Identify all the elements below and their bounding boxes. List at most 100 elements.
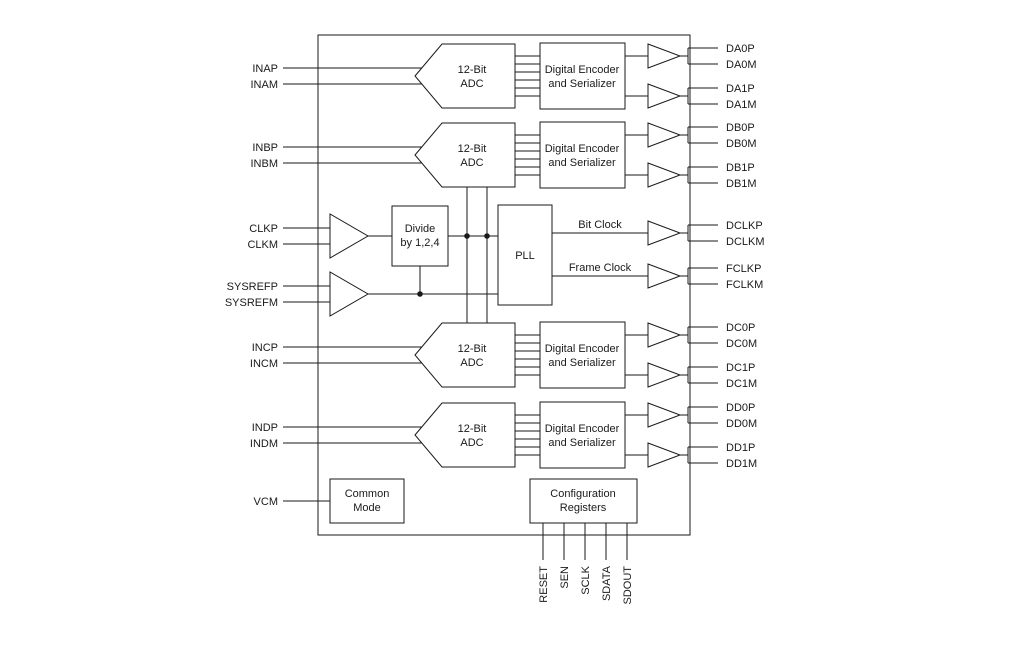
pin-label-dd1m: DD1M (726, 458, 757, 470)
pin-label-dclkm: DCLKM (726, 236, 765, 248)
pin-label-inbm: INBM (251, 158, 279, 170)
pin-label-da0m: DA0M (726, 59, 757, 71)
pin-label-dd0p: DD0P (726, 402, 755, 414)
pin-label-sysrefp: SYSREFP (227, 281, 278, 293)
pin-label-fclkm: FCLKM (726, 279, 763, 291)
sysref-buffer-icon (329, 271, 369, 317)
lvds-driver-icon (647, 43, 682, 69)
adc-channel-c: 12-Bit ADC (414, 322, 516, 388)
lvds-driver-icon (647, 83, 682, 109)
adc-b-label-line2: ADC (460, 157, 483, 169)
pin-label-sen: SEN (559, 566, 571, 589)
common-mode-label-line2: Mode (353, 502, 381, 514)
encoder-a: Digital Encoder and Serializer (539, 42, 626, 110)
adc-a-label-line2: ADC (460, 78, 483, 90)
encoder-d-box (539, 401, 626, 469)
lvds-driver-icon (647, 263, 682, 289)
adc-channel-b: 12-Bit ADC (414, 122, 516, 188)
common-mode-box (329, 478, 405, 524)
pin-label-sysrefm: SYSREFM (225, 297, 278, 309)
encoder-c-label-line2: and Serializer (548, 357, 616, 369)
pin-label-clkp: CLKP (249, 223, 278, 235)
pin-label-sclk: SCLK (580, 565, 592, 594)
divider-label-line2: by 1,2,4 (400, 237, 439, 249)
adc-c-block (414, 322, 516, 388)
config-registers-label-line2: Registers (560, 502, 607, 514)
adc-b-bus-wires (515, 134, 540, 176)
pin-label-fclkp: FCLKP (726, 263, 761, 275)
encoder-b-box (539, 121, 626, 189)
analog-input-wires (283, 67, 422, 444)
pin-label-dclkp: DCLKP (726, 220, 763, 232)
pin-label-sdout: SDOUT (622, 566, 634, 605)
encoder-driver-wires (625, 55, 648, 456)
pin-label-sdata: SDATA (601, 565, 613, 601)
pin-label-db1m: DB1M (726, 178, 757, 190)
pin-label-vcm: VCM (254, 496, 278, 508)
pin-label-dc0p: DC0P (726, 322, 755, 334)
encoder-b-label-line2: and Serializer (548, 157, 616, 169)
adc-d-label-line1: 12-Bit (458, 423, 487, 435)
encoder-c: Digital Encoder and Serializer (539, 321, 626, 389)
lvds-driver-icon (647, 442, 682, 468)
output-fork-wires (680, 47, 718, 464)
adc-b-block (414, 122, 516, 188)
bit-clock-label: Bit Clock (578, 219, 622, 231)
serial-interface-wires (542, 523, 628, 560)
lvds-driver-icon (647, 322, 682, 348)
adc-b-label-line1: 12-Bit (458, 143, 487, 155)
encoder-c-box (539, 321, 626, 389)
adc-c-label-line1: 12-Bit (458, 343, 487, 355)
pin-label-clkm: CLKM (247, 239, 278, 251)
config-registers-box (529, 478, 638, 524)
encoder-b-label-line1: Digital Encoder (545, 143, 620, 155)
pin-label-db0m: DB0M (726, 138, 757, 150)
adc-channel-d: 12-Bit ADC (414, 402, 516, 468)
lvds-driver-icon (647, 402, 682, 428)
pin-label-indp: INDP (252, 422, 278, 434)
adc-c-bus-wires (515, 334, 540, 376)
config-registers-label-line1: Configuration (550, 488, 615, 500)
pin-label-dd0m: DD0M (726, 418, 757, 430)
encoder-a-label-line1: Digital Encoder (545, 64, 620, 76)
clock-input-wires (283, 227, 330, 502)
pin-label-db0p: DB0P (726, 122, 755, 134)
encoder-d-label-line1: Digital Encoder (545, 423, 620, 435)
pin-label-dc1p: DC1P (726, 362, 755, 374)
encoder-b: Digital Encoder and Serializer (539, 121, 626, 189)
encoder-a-box (539, 42, 626, 110)
encoder-d: Digital Encoder and Serializer (539, 401, 626, 469)
pin-label-dd1p: DD1P (726, 442, 755, 454)
pin-label-incm: INCM (250, 358, 278, 370)
pin-label-incp: INCP (252, 342, 278, 354)
lvds-driver-icon (647, 162, 682, 188)
encoder-d-label-line2: and Serializer (548, 437, 616, 449)
divider-box (391, 205, 449, 267)
pin-label-da0p: DA0P (726, 43, 755, 55)
pin-label-inbp: INBP (252, 142, 278, 154)
pin-label-da1p: DA1P (726, 83, 755, 95)
pin-label-dc0m: DC0M (726, 338, 757, 350)
config-registers-block: Configuration Registers (529, 478, 638, 524)
encoder-a-label-line2: and Serializer (548, 78, 616, 90)
pin-label-indm: INDM (250, 438, 278, 450)
encoder-c-label-line1: Digital Encoder (545, 343, 620, 355)
adc-c-label-line2: ADC (460, 357, 483, 369)
pll-label: PLL (515, 250, 535, 262)
junction-dot (417, 291, 423, 297)
adc-channel-a: 12-Bit ADC (414, 43, 516, 109)
pin-label-reset: RESET (538, 566, 550, 603)
divider-label-line1: Divide (405, 223, 436, 235)
pin-label-inam: INAM (251, 79, 279, 91)
pin-label-db1p: DB1P (726, 162, 755, 174)
adc-d-bus-wires (515, 414, 540, 456)
adc-d-block (414, 402, 516, 468)
adc-a-block (414, 43, 516, 109)
adc-a-bus-wires (515, 55, 540, 97)
lvds-driver-icon (647, 362, 682, 388)
junction-dot (464, 233, 470, 239)
pin-label-inap: INAP (252, 63, 278, 75)
adc-d-label-line2: ADC (460, 437, 483, 449)
junction-dot (484, 233, 490, 239)
